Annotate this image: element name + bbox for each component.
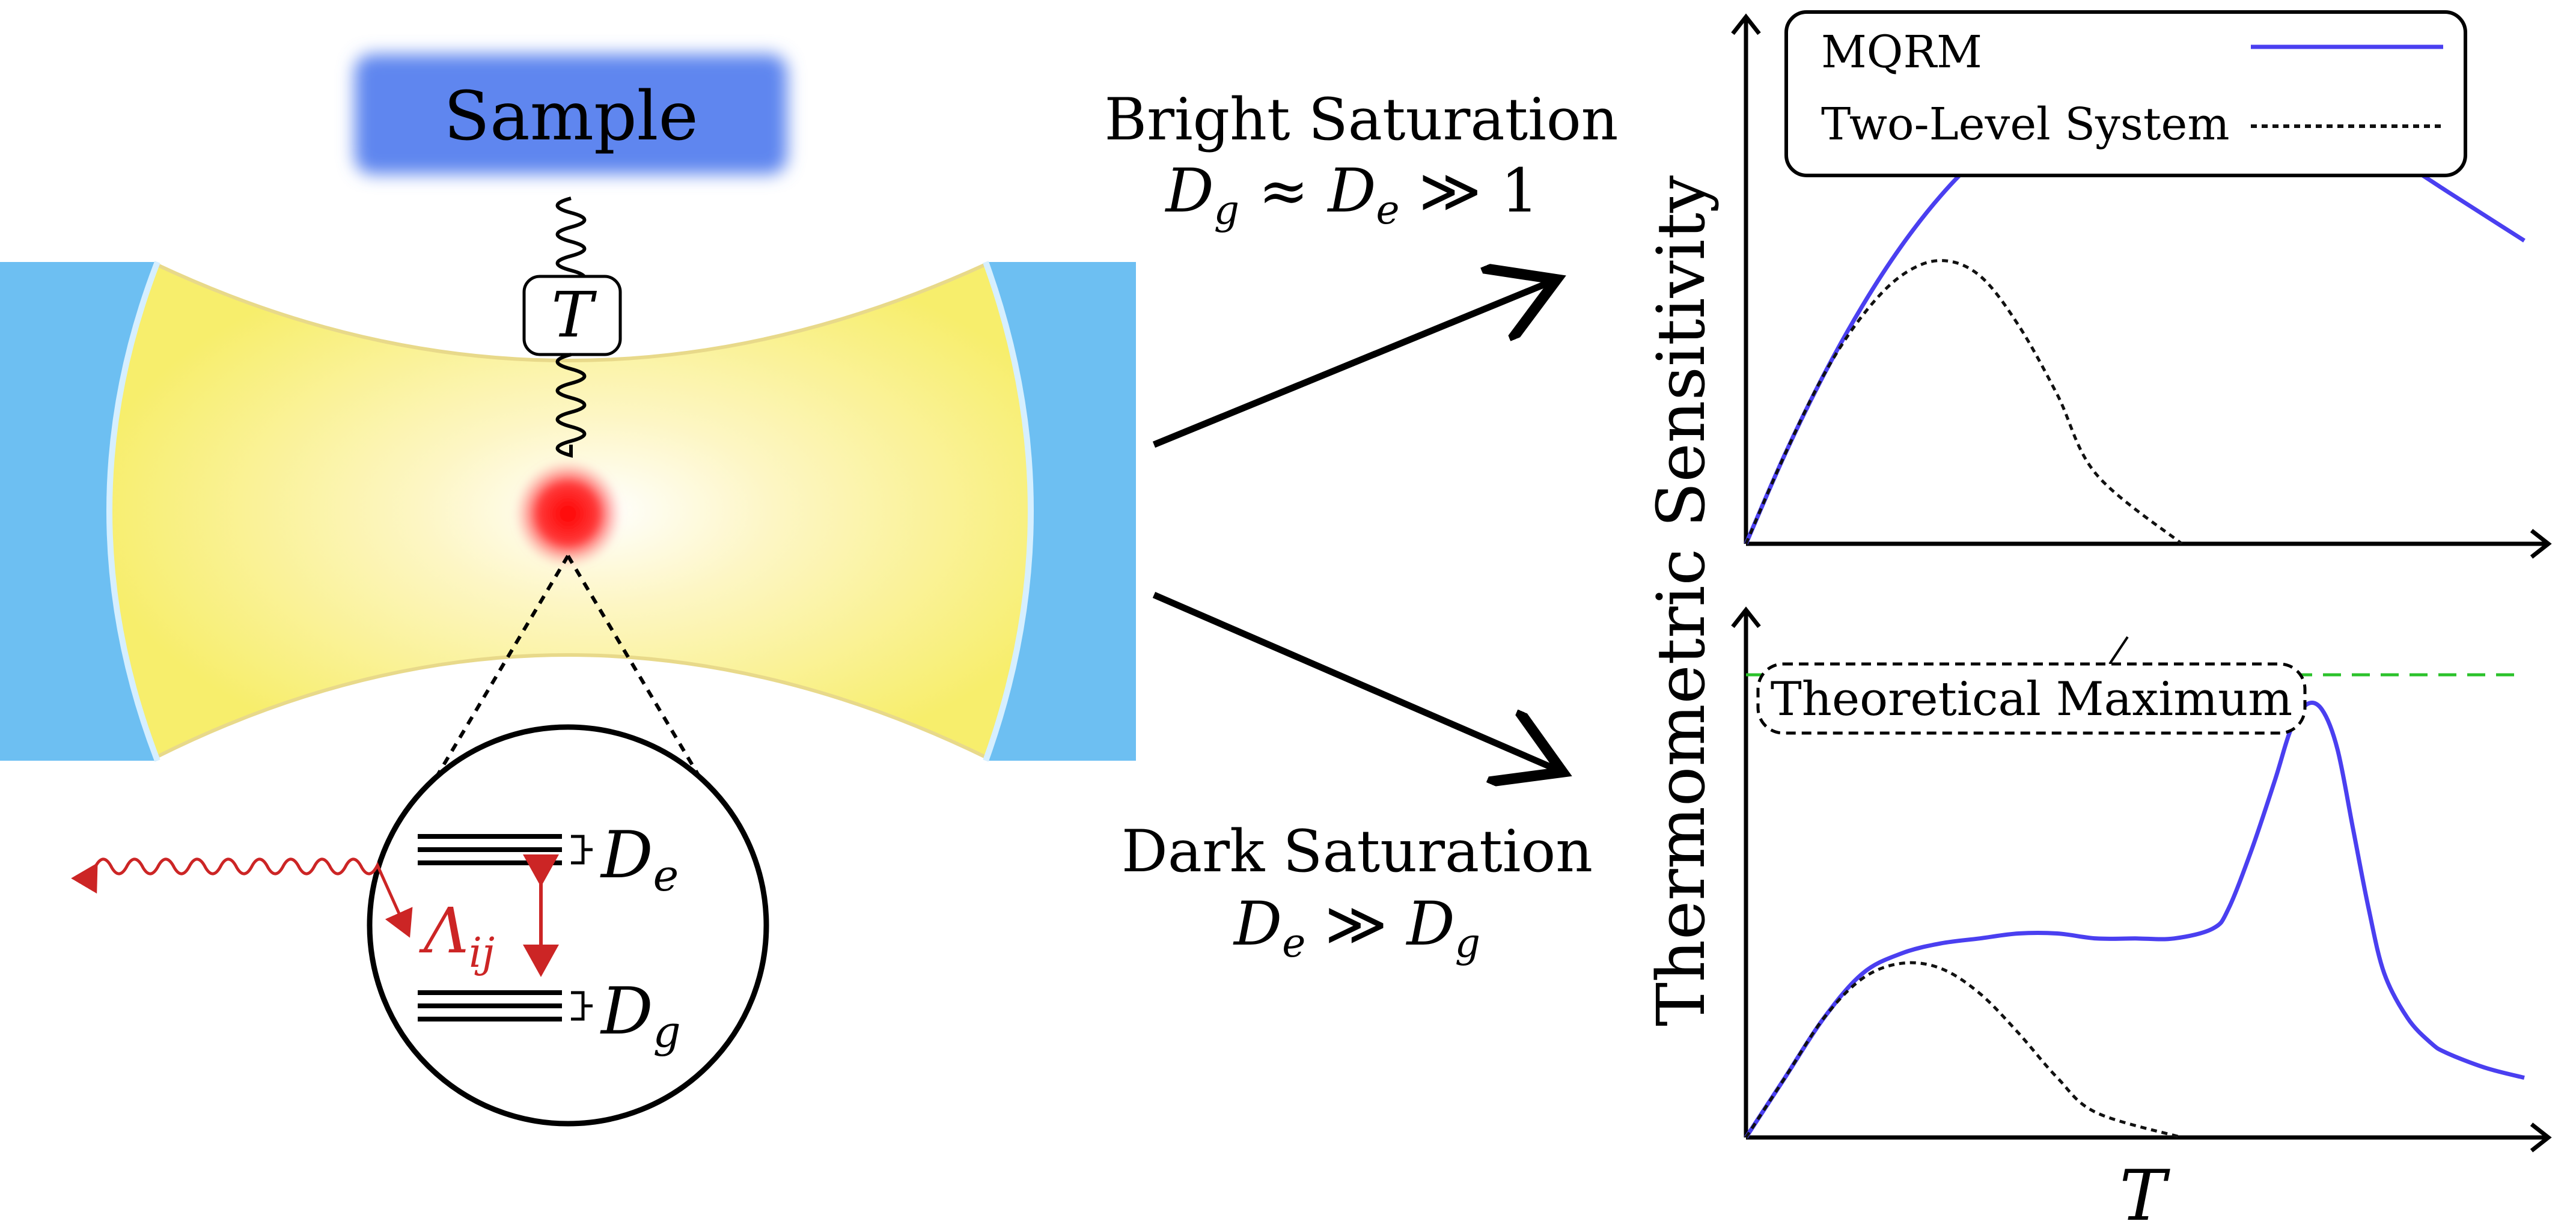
annotation-text: Theoretical Maximum — [1771, 672, 2293, 726]
ground-bracket — [571, 991, 593, 1021]
coupling-label: Λij — [419, 894, 495, 977]
regime-arrows — [1152, 279, 1563, 772]
temperature-box — [522, 275, 622, 356]
bright-condition: Dg ≈ De ≫ 1 — [1165, 156, 1539, 233]
dark-arrow — [1152, 591, 1563, 772]
bottom-x-axis — [1746, 1122, 2552, 1152]
left-mirror-edge — [106, 261, 160, 762]
bottom-chart-axes — [1731, 606, 2552, 1152]
right-mirror — [986, 262, 1136, 761]
theoretical-max-annotation: Theoretical Maximum — [1756, 636, 2307, 735]
bottom-chart-series — [1744, 673, 2525, 1139]
bright-arrow — [1152, 279, 1557, 448]
apparatus: Sample T De Dg Λij — [0, 54, 1136, 1127]
x-axis-label: T — [2119, 1155, 2170, 1230]
top-x-axis — [1746, 529, 2552, 559]
temperature-label: T — [551, 278, 597, 352]
excited-degeneracy-label: De — [600, 818, 679, 901]
y-axis-label: Thermometric Sensitivity — [1643, 175, 1720, 1026]
annotation-box — [1756, 662, 2307, 735]
left-mirror — [0, 262, 157, 761]
ground-levels — [418, 990, 562, 1021]
bottom-y-axis — [1731, 606, 1761, 1137]
top-chart-axes — [1731, 13, 2552, 559]
ground-degeneracy-label: Dg — [600, 974, 681, 1057]
dark-condition: De ≫ Dg — [1233, 889, 1480, 966]
chart-bottom: Theoretical Maximum — [1731, 606, 2552, 1152]
top-chart-legend: MQRM Two-Level System — [1784, 10, 2467, 177]
sample-block — [355, 54, 787, 174]
bright-title: Bright Saturation — [1105, 86, 1619, 153]
zoom-line-left — [436, 555, 570, 776]
zoom-line-right — [566, 555, 700, 776]
charts: Thermometric Sensitivity T MQRM Two-Leve… — [1643, 10, 2552, 1230]
dark-title: Dark Saturation — [1122, 818, 1593, 885]
annotation-leader — [2108, 636, 2129, 665]
top-y-axis — [1731, 13, 1761, 544]
excited-bracket — [571, 835, 593, 865]
photon-wave — [71, 857, 413, 938]
legend-entry-two-level: Two-Level System — [1821, 99, 2230, 150]
top-series-two-level-system — [1744, 259, 2183, 545]
atom — [514, 460, 622, 568]
legend-box — [1784, 10, 2467, 177]
bottom-series-mqrm — [1744, 701, 2525, 1139]
right-mirror-edge — [983, 261, 1034, 762]
spring-lower — [555, 353, 587, 458]
sample-label: Sample — [444, 78, 698, 156]
bottom-series-two-level-system — [1744, 961, 2182, 1139]
legend-entry-mqrm: MQRM — [1821, 26, 1982, 78]
chart-top: MQRM Two-Level System — [1731, 10, 2552, 559]
